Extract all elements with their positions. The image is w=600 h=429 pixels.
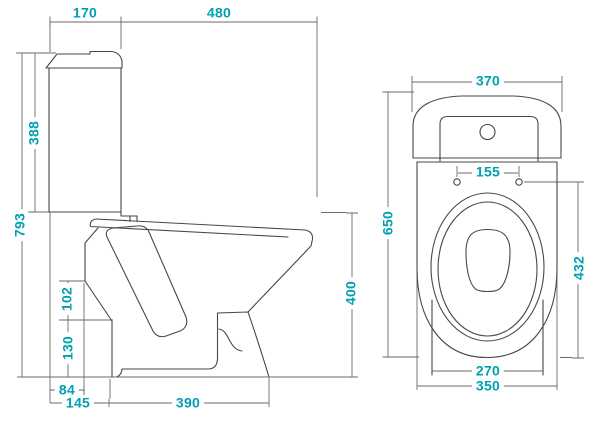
front-view-dimension-lines (382, 76, 584, 390)
dim-base-width-label: 270 (471, 363, 505, 379)
seat-outer-ring (430, 192, 545, 342)
dim-ext-left (16, 52, 56, 213)
dim-ticks-outlet (59, 280, 113, 321)
bowl-underside-side (247, 245, 312, 313)
dim-ticks-370 (411, 76, 563, 112)
dim-ticks-155 (456, 166, 520, 177)
dim-seat-hole-spacing-label: 155 (471, 164, 505, 180)
dim-ticks-350 (416, 270, 558, 390)
bowl-opening-side (105, 225, 188, 338)
dim-bowl-projection-label: 480 (202, 5, 236, 21)
pedestal-foot-front (431, 299, 544, 376)
pedestal-foot-side (116, 311, 270, 378)
dim-overall-width-label: 350 (471, 378, 505, 394)
dim-total-height-label: 793 (12, 208, 28, 242)
flush-button (479, 123, 496, 141)
side-view-drawing (45, 50, 314, 378)
dim-ticks-400 (321, 212, 358, 214)
dim-cistern-depth-label: 170 (68, 5, 102, 21)
seat-inner-ring (437, 201, 538, 337)
cistern-dome-front (412, 95, 562, 159)
seat-mount-hole-right (515, 178, 523, 186)
cistern-lid-front (439, 115, 539, 162)
outlet-curve-side (218, 328, 243, 352)
cistern-lid-side (45, 50, 123, 69)
bowl-opening-front (465, 228, 511, 293)
dim-ext-top (49, 22, 318, 197)
dim-overall-height-label: 650 (380, 206, 396, 240)
seat-mount-hole-left (453, 178, 461, 186)
front-view-drawing (412, 95, 562, 376)
bowl-body-front (416, 161, 558, 359)
dim-ticks-base (108, 378, 270, 407)
dim-base-length-label: 390 (171, 395, 205, 411)
dim-ticks-650 (382, 91, 419, 358)
dim-ticks-432 (524, 181, 584, 359)
dim-bowl-front-height-label: 432 (571, 251, 587, 285)
dim-outlet-lower-label: 130 (60, 331, 76, 365)
dim-base-back-offset-label: 145 (61, 395, 95, 411)
bowl-back-profile (84, 227, 113, 378)
cistern-body-side (48, 67, 138, 217)
dim-outlet-offset-label: 84 (54, 382, 80, 398)
seat-side (89, 218, 314, 247)
dim-cistern-height-label: 388 (26, 116, 42, 150)
dim-outlet-upper-label: 102 (59, 282, 75, 316)
dim-rim-height-label: 400 (343, 276, 359, 310)
dim-cistern-width-label: 370 (471, 73, 505, 89)
